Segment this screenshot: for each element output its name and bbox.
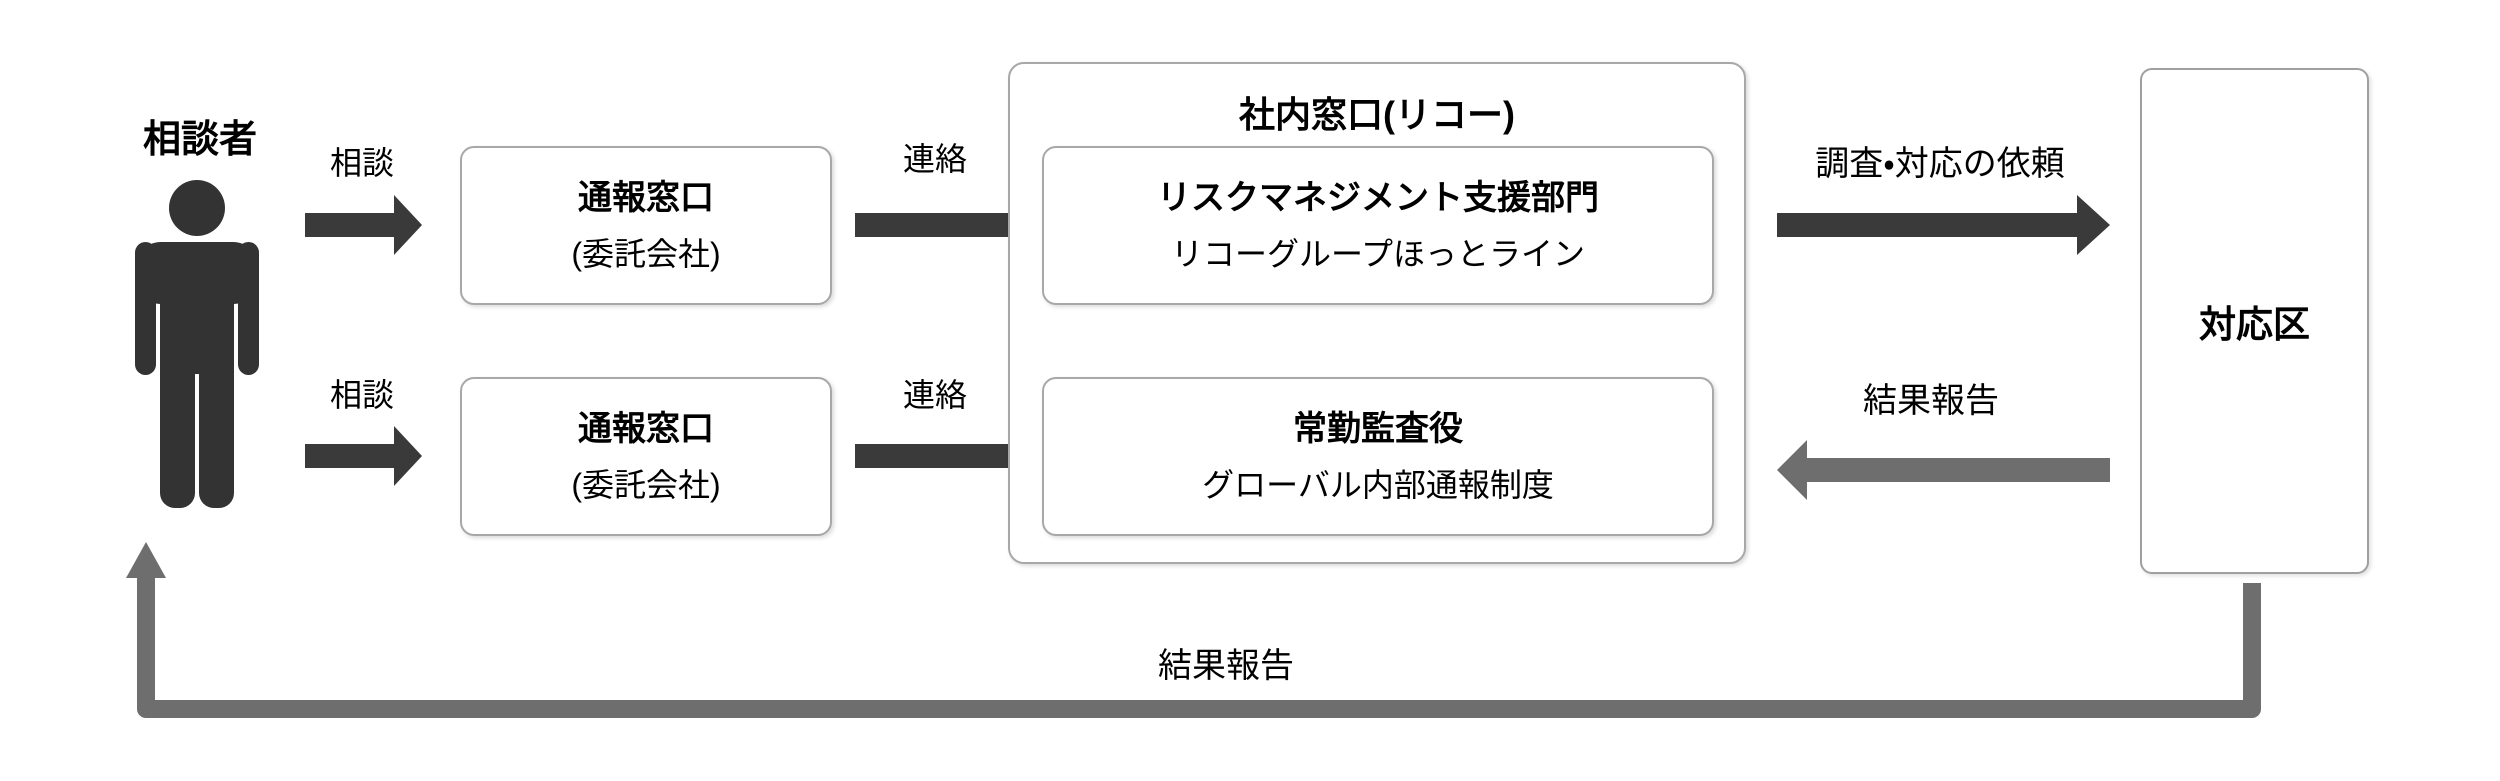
hotline-box-bottom: 通報窓口 (委託会社) <box>460 377 832 536</box>
report-bottom-label: 結果報告 <box>1158 647 1294 685</box>
risk-support-box: リスクマネジメント支援部門 リコーグループほっとライン <box>1042 146 1714 305</box>
consult-bottom-label: 相談 <box>329 377 395 413</box>
consult-bottom-arrow-icon <box>305 426 422 486</box>
hotline-box-top: 通報窓口 (委託会社) <box>460 146 832 305</box>
report-right-label: 結果報告 <box>1863 382 1999 420</box>
report-right-arrow-icon <box>1777 440 2110 500</box>
person-icon <box>133 180 263 510</box>
contact-bottom-label: 連絡 <box>902 377 968 413</box>
risk-support-title: リスクマネジメント支援部門 <box>1157 178 1599 217</box>
auditor-box: 常勤監査役 グローバル内部通報制度 <box>1042 377 1714 536</box>
internal-window-title: 社内窓口(リコー) <box>1239 94 1515 135</box>
contact-top-arrow-icon <box>855 195 1045 255</box>
consult-top-arrow-icon <box>305 195 422 255</box>
auditor-subtitle: グローバル内部通報制度 <box>1202 466 1554 503</box>
auditor-title: 常勤監査役 <box>1293 409 1463 448</box>
hotline-top-title: 通報窓口 <box>578 178 714 217</box>
hotline-top-subtitle: (委託会社) <box>571 235 721 272</box>
risk-support-subtitle: リコーグループほっとライン <box>1170 235 1586 272</box>
response-dept-box: 対応区 <box>2140 68 2369 574</box>
request-arrow-icon <box>1777 195 2110 255</box>
request-label: 調査・対応の依頼 <box>1815 145 2065 183</box>
contact-top-label: 連絡 <box>902 141 968 177</box>
contact-bottom-arrow-icon <box>855 426 1045 486</box>
actor-label: 相談者 <box>142 119 258 161</box>
hotline-bottom-title: 通報窓口 <box>578 409 714 448</box>
consult-top-label: 相談 <box>329 145 395 181</box>
report-return-path-icon <box>100 520 2380 760</box>
hotline-bottom-subtitle: (委託会社) <box>571 466 721 503</box>
response-dept-label: 対応区 <box>2199 304 2310 345</box>
